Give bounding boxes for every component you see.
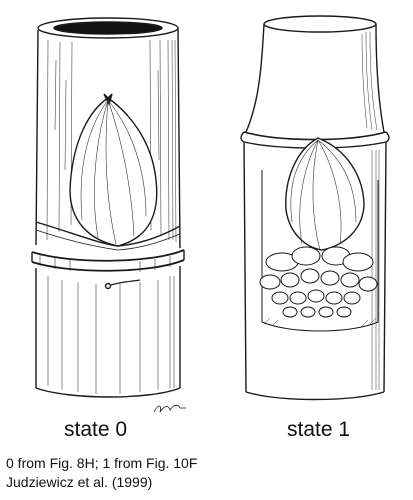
panel-label-state-0: state 0 [64,418,128,441]
stem-illustration-state-1 [240,15,390,401]
caption-citation-line: Judziewicz et al. (1999) [6,474,153,490]
panel-label-state-1: state 1 [287,418,351,441]
caption-source-line: 0 from Fig. 8H; 1 from Fig. 10F [6,455,198,471]
stem-illustration-state-0 [31,17,186,413]
